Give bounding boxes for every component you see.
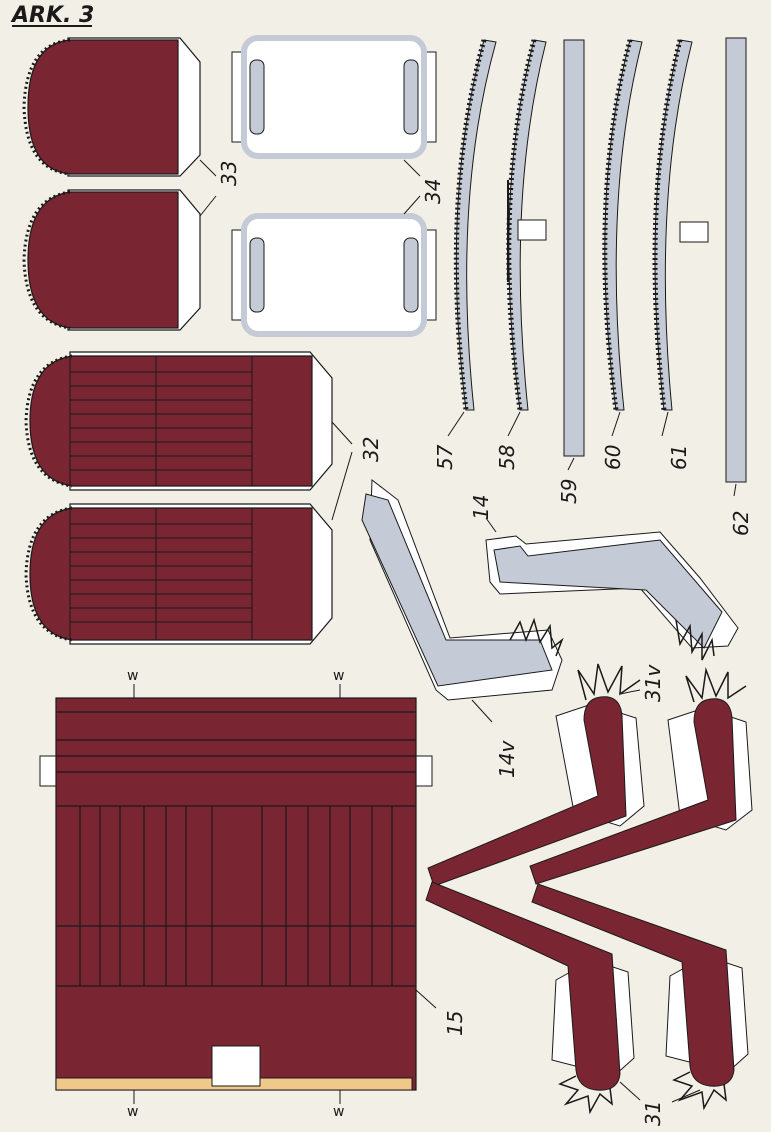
label-61: 61 <box>667 445 691 470</box>
w-mark-top-left: w <box>127 668 138 684</box>
label-14v: 14v <box>495 740 519 778</box>
part-33-lower <box>22 189 201 331</box>
label-14: 14 <box>469 495 493 520</box>
label-31: 31 <box>641 1101 665 1126</box>
rail-62 <box>725 37 747 483</box>
part-31-left <box>425 881 635 1115</box>
part-32-lower <box>24 503 333 645</box>
part-14-right <box>485 531 739 661</box>
label-32: 32 <box>359 437 383 462</box>
part-34-lower <box>231 213 437 337</box>
w-mark-bottom-right: w <box>333 1104 344 1120</box>
part-32-upper <box>24 351 333 491</box>
rail-59 <box>563 39 585 457</box>
part-31-right <box>531 883 749 1111</box>
label-33: 33 <box>217 161 241 186</box>
part-14-left <box>361 479 564 701</box>
label-62: 62 <box>729 511 753 536</box>
rail-61 <box>652 39 709 411</box>
rail-57 <box>453 39 497 411</box>
rail-58 <box>506 39 547 411</box>
w-mark-top-right: w <box>333 668 344 684</box>
label-58: 58 <box>495 445 519 470</box>
sheet-title: ARK. 3 <box>10 3 94 28</box>
part-34-upper <box>231 35 437 159</box>
label-57: 57 <box>433 444 457 470</box>
part-31v-left <box>427 663 645 887</box>
w-mark-bottom-left: w <box>127 1104 138 1120</box>
rail-60 <box>602 39 643 411</box>
label-59: 59 <box>557 479 581 504</box>
part-31v-right <box>529 667 753 885</box>
label-31v: 31v <box>641 664 665 702</box>
part-15 <box>39 697 433 1091</box>
label-60: 60 <box>601 445 625 470</box>
part-33-upper <box>22 37 201 177</box>
label-34: 34 <box>421 179 445 204</box>
w-marks <box>133 684 341 1104</box>
label-15: 15 <box>443 1011 467 1036</box>
